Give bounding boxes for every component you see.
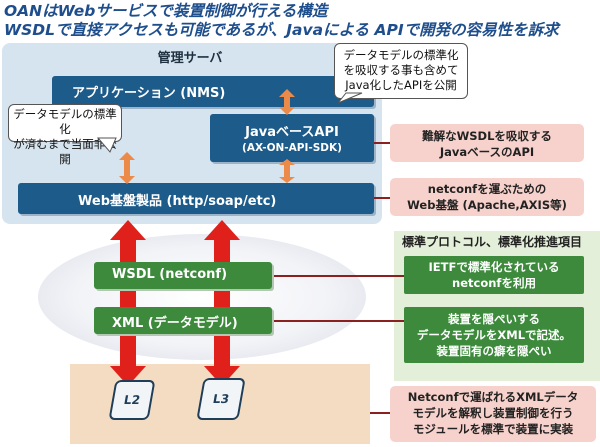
connector-device-note — [370, 412, 390, 414]
datamodel-line1: 装置を隠ぺいする — [448, 312, 540, 326]
device-l2-icon: L2 — [108, 380, 156, 420]
note-device-module: Netconfで運ばれるXMLデータ モデルを解釈し装置制御を行う モジュールを… — [390, 386, 596, 442]
callout-right-line1: データモデルの標準化 — [343, 48, 459, 62]
web-base-box: Web基盤製品 (http/soap/etc) — [18, 183, 374, 214]
note-device-line3: モジュールを標準で装置に実装 — [412, 422, 574, 436]
note-java-api: 難解なWSDLを吸収する JavaベースのAPI — [390, 124, 584, 162]
connector-web-note — [374, 197, 390, 199]
device-l3-label: L3 — [211, 392, 231, 406]
callout-right: データモデルの標準化 を吸収する事も含めて Java化したAPIを公開 — [334, 43, 468, 99]
note-device-line2: モデルを解釈し装置制御を行う — [412, 406, 574, 420]
datamodel-line2: データモデルをXMLで記述。 — [416, 328, 572, 342]
note-device-line1: Netconfで運ばれるXMLデータ — [407, 390, 579, 404]
java-api-label: JavaベースAPI — [245, 125, 339, 140]
callout-right-line3: Java化したAPIを公開 — [345, 78, 457, 92]
connector-xml-datamodel — [272, 320, 404, 322]
application-label: アプリケーション (NMS) — [72, 86, 226, 101]
xml-box: XML (データモデル) — [94, 307, 272, 334]
arrow-java-web — [279, 159, 295, 183]
callout-left-line1: データモデルの標準化 — [13, 107, 117, 136]
note-web-line1: netconfを運ぶための — [427, 182, 547, 196]
note-java-line2: JavaベースのAPI — [439, 145, 535, 159]
web-base-label: Web基盤製品 (http/soap/etc) — [78, 194, 277, 209]
connector-java-note — [374, 142, 390, 144]
datamodel-box: 装置を隠ぺいする データモデルをXMLで記述。 装置固有の癖を隠ぺい — [404, 307, 584, 363]
network-ellipse — [38, 234, 366, 360]
title-line-2: WSDLで直接アクセスも可能であるが、Javaによる APIで開発の容易性を訴求 — [4, 21, 559, 39]
datamodel-line3: 装置固有の癖を隠ぺい — [436, 344, 552, 358]
callout-left: データモデルの標準化 が済むまで当面非公開 — [8, 104, 122, 166]
wsdl-label: WSDL (netconf) — [112, 267, 228, 282]
management-server-label: 管理サーバ — [157, 51, 223, 66]
device-l2-label: L2 — [122, 393, 142, 407]
ietf-box: IETFで標準化されている netconfを利用 — [404, 256, 584, 294]
ietf-line2: netconfを利用 — [452, 276, 536, 290]
big-arrow-left — [110, 220, 146, 386]
standardization-heading: 標準プロトコル、標準化推進項目 — [402, 235, 583, 249]
callout-left-line2: が済むまで当面非公開 — [13, 137, 117, 166]
connector-wsdl-ietf — [272, 275, 404, 277]
callout-right-tail — [337, 92, 363, 104]
java-api-sdk-label: (AX-ON-API-SDK) — [242, 142, 342, 154]
arrow-app-java — [279, 89, 295, 115]
note-web-line2: Web基盤 (Apache,AXIS等) — [407, 198, 567, 212]
title-line-1: OANはWebサービスで装置制御が行える構造 — [4, 2, 328, 20]
application-box: アプリケーション (NMS) — [52, 76, 374, 107]
big-arrow-right — [204, 220, 240, 386]
arrow-left-web — [119, 152, 135, 184]
callout-left-tail — [96, 137, 117, 153]
callout-right-line2: を吸収する事も含めて — [343, 63, 459, 77]
java-api-box: JavaベースAPI (AX-ON-API-SDK) — [210, 114, 374, 162]
note-web-base: netconfを運ぶための Web基盤 (Apache,AXIS等) — [390, 178, 584, 216]
note-java-line1: 難解なWSDLを吸収する — [422, 129, 552, 143]
xml-label: XML (データモデル) — [112, 316, 238, 331]
ietf-line1: IETFで標準化されている — [428, 260, 560, 274]
device-l3-icon: L3 — [196, 378, 246, 420]
wsdl-box: WSDL (netconf) — [94, 262, 272, 289]
